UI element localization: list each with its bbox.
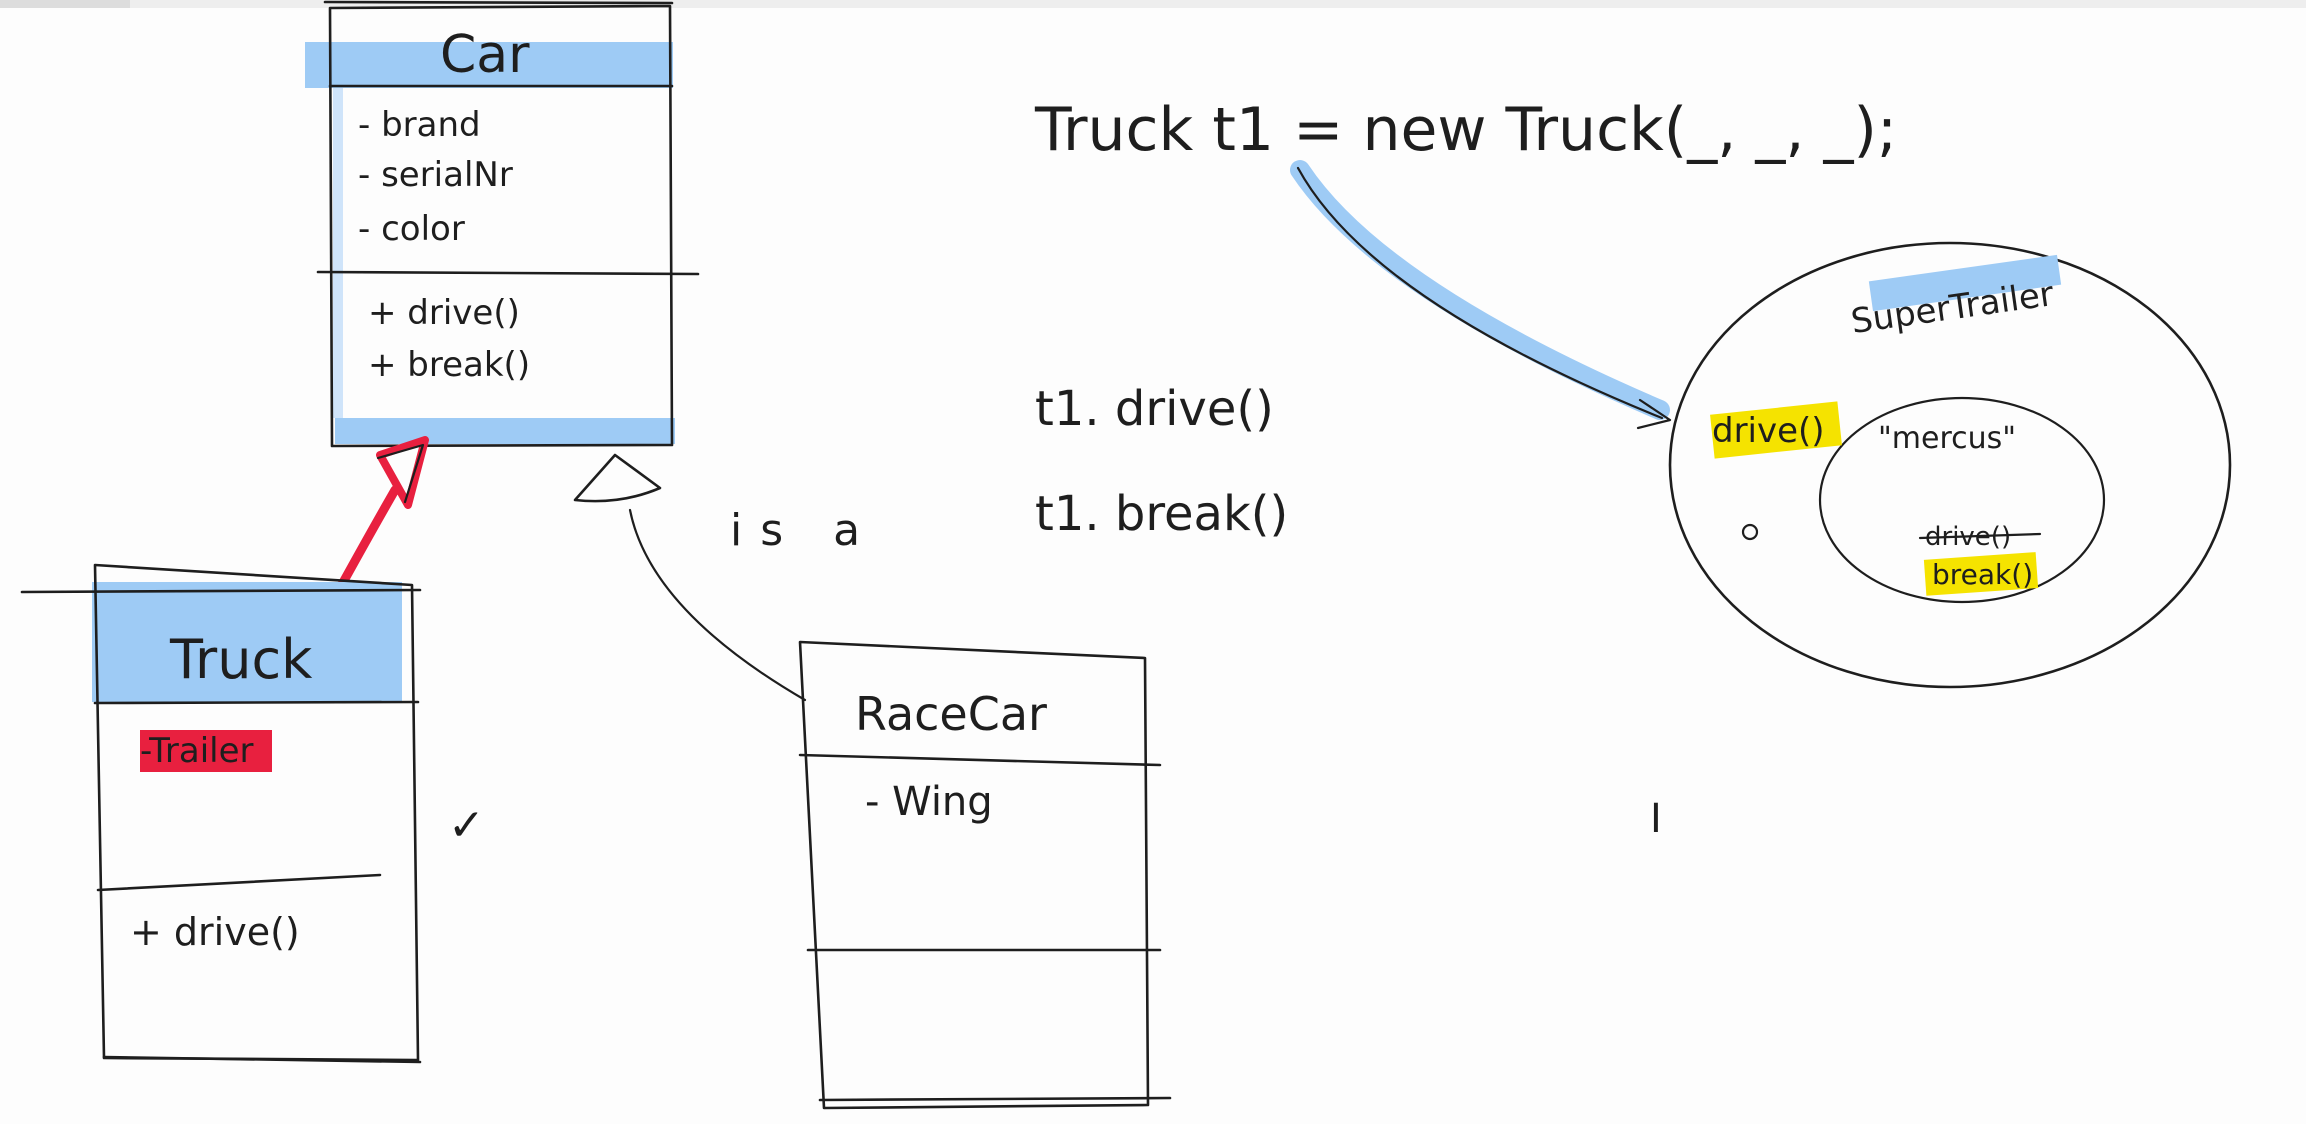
car-left-highlight bbox=[333, 88, 343, 418]
outer-drive-highlight bbox=[1710, 401, 1842, 459]
racecar-divider-1 bbox=[798, 753, 1162, 767]
reference-highlight bbox=[1290, 160, 1670, 420]
racecar-attr-wing: - Wing bbox=[865, 779, 993, 825]
relation-label: is a bbox=[730, 505, 878, 556]
truck-method-drive: + drive() bbox=[130, 910, 300, 954]
racecar-box bbox=[798, 640, 1150, 1110]
truck-title: Truck bbox=[169, 628, 313, 691]
car-method-drive: + drive() bbox=[368, 293, 520, 333]
racecar-title: RaceCar bbox=[855, 687, 1047, 741]
car-bottom-highlight bbox=[335, 418, 675, 444]
car-class: Car - brand - serialNr - color + drive()… bbox=[305, 0, 700, 448]
inheritance-line-racecar bbox=[628, 508, 807, 702]
code-declaration: Truck t1 = new Truck(_, _, _); bbox=[1034, 95, 1897, 165]
truck-divider-1 bbox=[93, 700, 420, 705]
car-attr-serialnr: - serialNr bbox=[358, 155, 513, 195]
car-title: Car bbox=[440, 25, 530, 85]
truck-bottom bbox=[102, 1055, 422, 1064]
outer-object-ellipse bbox=[1668, 241, 2232, 689]
inner-object-ellipse bbox=[1818, 396, 2106, 604]
truck-title-highlight bbox=[92, 582, 402, 702]
outer-object-method: drive() bbox=[1712, 411, 1825, 451]
truck-box bbox=[93, 563, 420, 1062]
top-tab bbox=[0, 0, 130, 8]
car-divider-2 bbox=[316, 270, 700, 276]
car-title-highlight bbox=[305, 42, 673, 88]
small-circle-mark bbox=[1741, 523, 1759, 541]
trailer-highlight bbox=[140, 730, 272, 772]
reference-line bbox=[1296, 166, 1664, 420]
supertrailer-highlight bbox=[1868, 254, 2062, 312]
inner-object-value: "mercus" bbox=[1878, 421, 2016, 456]
truck-class: Truck -Trailer + drive() bbox=[20, 563, 422, 1064]
truck-attr-trailer: -Trailer bbox=[140, 731, 254, 771]
strike-line bbox=[1918, 532, 2042, 540]
red-arrow-shaft bbox=[335, 485, 400, 593]
racecar-class: RaceCar - Wing bbox=[798, 640, 1172, 1110]
car-attr-brand: - brand bbox=[358, 105, 481, 145]
top-edge bbox=[0, 0, 2306, 8]
code-call-drive: t1. drive() bbox=[1035, 381, 1274, 437]
arrow-outline bbox=[376, 443, 425, 504]
truck-inheritance-arrow bbox=[335, 436, 429, 593]
inner-object-method: break() bbox=[1932, 558, 2033, 591]
truck-top-extend bbox=[20, 588, 422, 594]
reference-head bbox=[1636, 398, 1672, 430]
code-call-break: t1. break() bbox=[1035, 486, 1288, 542]
car-method-break: + break() bbox=[368, 345, 530, 385]
car-box-overline bbox=[323, 0, 674, 5]
racecar-bottom bbox=[818, 1096, 1172, 1102]
text-cursor-icon: I bbox=[1650, 796, 1662, 842]
car-box bbox=[328, 4, 674, 448]
reference-arrow bbox=[1290, 160, 1672, 430]
truck-divider-2 bbox=[96, 873, 382, 892]
red-arrow-head bbox=[376, 436, 429, 509]
object-diagram: SuperTrailer drive() "mercus" drive() br… bbox=[1668, 241, 2232, 689]
inheritance-triangle-racecar bbox=[573, 453, 662, 503]
car-attr-color: - color bbox=[358, 209, 465, 249]
inner-break-highlight bbox=[1923, 552, 2039, 596]
checkmark: ✓ bbox=[448, 800, 485, 851]
